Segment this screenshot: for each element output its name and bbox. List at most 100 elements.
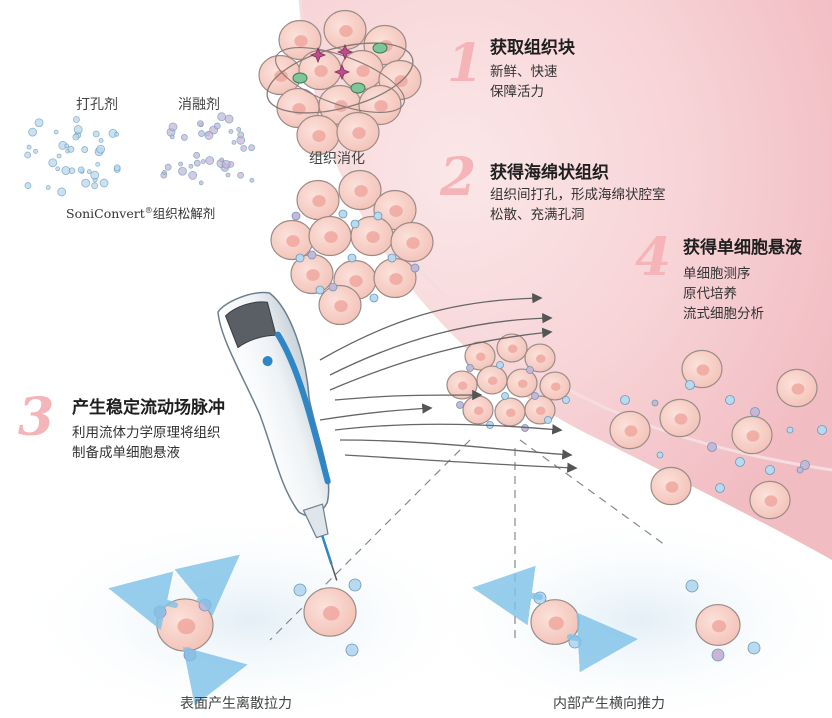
- single-cell-icon: [303, 587, 357, 637]
- step-3-number: 3: [18, 387, 55, 448]
- step-4-title: 获得单细胞悬液: [683, 238, 802, 258]
- single-cell-icon: [336, 111, 380, 153]
- bubble: [295, 253, 305, 263]
- bubble: [169, 134, 175, 140]
- single-cell-icon: [609, 410, 651, 450]
- bubble: [81, 146, 89, 153]
- bubble: [707, 442, 717, 452]
- bubble: [178, 166, 187, 176]
- single-cell-icon: [318, 284, 362, 326]
- single-cell-icon: [731, 415, 773, 455]
- single-cell-icon: [296, 114, 340, 156]
- flow-line: [334, 389, 483, 401]
- single-cell-icon: [659, 398, 701, 438]
- bubble: [28, 127, 37, 137]
- bubble: [240, 144, 248, 152]
- step-1-line-2: 保障活力: [490, 84, 544, 100]
- step-1-line-1: 新鲜、快速: [490, 64, 558, 80]
- single-cell-icon: [373, 257, 417, 299]
- bubble: [526, 366, 534, 374]
- step-2-title: 获得海绵状组织: [490, 163, 609, 183]
- bubble: [531, 392, 539, 400]
- single-cell-icon: [390, 221, 434, 263]
- single-cell-suspension-icon: [609, 349, 827, 520]
- bubble: [544, 416, 552, 424]
- bubble: [26, 144, 32, 150]
- tissue-block-icon: [258, 9, 422, 156]
- bubble: [67, 145, 75, 153]
- bubble: [198, 180, 204, 186]
- bubble: [24, 182, 32, 189]
- single-cell-icon: [749, 480, 791, 520]
- bubble: [224, 114, 234, 124]
- bubble: [347, 253, 357, 263]
- single-cell-icon: [296, 179, 340, 221]
- step-4-line-3: 流式细胞分析: [683, 306, 764, 322]
- bubble: [57, 187, 67, 197]
- bubble: [86, 169, 92, 175]
- bubble: [685, 579, 699, 593]
- bubble: [338, 209, 348, 219]
- bubble: [651, 399, 659, 407]
- bubble: [34, 118, 44, 128]
- bubble: [96, 144, 106, 154]
- sponge-tissue-icon: [270, 169, 434, 326]
- bubble: [620, 395, 630, 405]
- bubble: [198, 130, 205, 137]
- bubble: [735, 457, 745, 467]
- bubble: [711, 648, 725, 662]
- step-1-number: 1: [447, 33, 484, 94]
- surface-force-arrows: [108, 554, 248, 706]
- bubble: [685, 380, 695, 390]
- step-1-title: 获取组织块: [490, 38, 575, 58]
- bubble: [200, 159, 206, 164]
- reagent-product-name: SoniConvert®组织松解剂: [66, 203, 215, 222]
- bubble: [765, 465, 775, 475]
- step-4-line-1: 单细胞测序: [683, 266, 751, 282]
- bubble: [800, 460, 810, 470]
- bubble: [77, 166, 85, 174]
- bubble: [219, 157, 225, 163]
- flow-line: [339, 439, 573, 460]
- step-4-line-2: 原代培养: [683, 286, 737, 302]
- caption-internal-force: 内部产生横向推力: [553, 696, 665, 712]
- bubble: [213, 122, 221, 130]
- bubble: [90, 170, 100, 180]
- bubble: [73, 116, 80, 123]
- bubble: [188, 171, 198, 180]
- bubble: [162, 170, 167, 175]
- single-cell-icon: [476, 365, 508, 395]
- single-cell-icon: [290, 253, 334, 295]
- bubble: [95, 161, 101, 167]
- single-cell-icon: [308, 215, 352, 257]
- bubble: [307, 250, 317, 260]
- single-cell-icon: [496, 333, 528, 363]
- bubble: [466, 364, 474, 372]
- single-cell-icon: [323, 9, 367, 51]
- single-cell-icon: [539, 371, 571, 401]
- bubble: [99, 178, 109, 188]
- single-cell-icon: [270, 219, 314, 261]
- bubble: [164, 163, 172, 171]
- flow-line: [344, 454, 578, 473]
- bubble: [168, 122, 178, 132]
- bubble: [204, 131, 214, 140]
- single-cell-icon: [358, 84, 402, 126]
- bubble: [291, 211, 301, 221]
- bubble: [45, 185, 51, 191]
- bubble: [205, 156, 215, 165]
- bubble: [64, 143, 70, 149]
- bubble: [61, 166, 71, 175]
- bubble: [315, 285, 325, 295]
- bubble: [81, 178, 91, 188]
- bubble: [656, 451, 664, 459]
- single-cell-icon: [506, 368, 538, 398]
- single-cell-icon: [338, 169, 382, 211]
- bubble: [153, 605, 167, 619]
- bubble: [24, 151, 32, 159]
- reagent-dissolver-label: 消融剂: [178, 97, 220, 113]
- single-cell-icon: [650, 466, 692, 506]
- bubble: [248, 144, 255, 152]
- cells-layer: [24, 9, 827, 662]
- bubble: [786, 426, 794, 434]
